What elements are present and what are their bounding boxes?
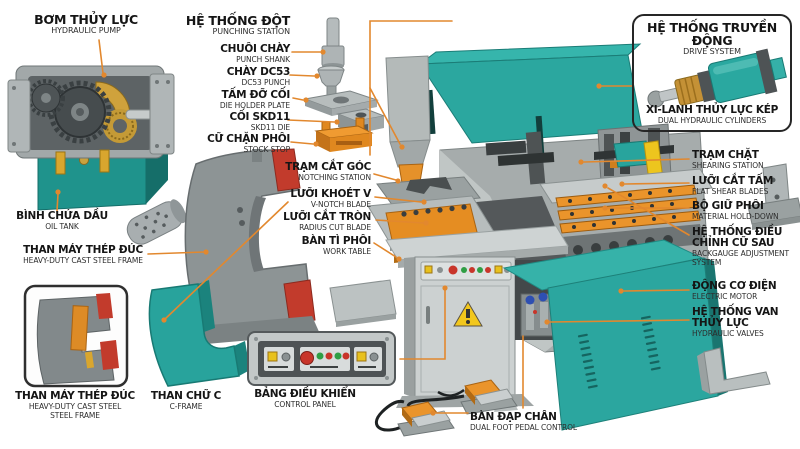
control-panel-illustration [247, 331, 396, 386]
label-foot-pedal: BÀN ĐẠP CHÂN DUAL FOOT PEDAL CONTROL [470, 411, 577, 433]
label-v-notch-blade: LƯỠI KHOÉT V V-NOTCH BLADE [290, 188, 371, 210]
label-punching-station: HỆ THỐNG ĐỘT PUNCHING STATION [185, 13, 290, 37]
label-material-hold-down: BỘ GIỮ PHÔI MATERIAL HOLD-DOWN [692, 200, 779, 222]
shear-blade-part [747, 163, 800, 230]
label-backgauge-system: HỆ THỐNG ĐIỀU CHỈNH CỮ SAU BACKGAUGE ADJ… [692, 226, 790, 267]
label-notching-station: TRẠM CẮT GÓC NOTCHING STATION [285, 161, 371, 183]
oil-filter-illustration [126, 199, 187, 245]
label-flat-shear-blades: LƯỠI CẮT TẤM FLAT SHEAR BLADES [692, 175, 773, 197]
label-electric-motor: ĐỘNG CƠ ĐIỆN ELECTRIC MOTOR [692, 280, 777, 302]
drive-cylinder-illustration [647, 48, 787, 108]
label-drive-system: HỆ THỐNG TRUYỀN ĐỘNG DRIVE SYSTEM [647, 20, 777, 57]
label-control-panel: BẢNG ĐIỀU KHIỂN CONTROL PANEL [254, 388, 356, 410]
label-die-holder-plate: TẤM ĐỠ CỐI DIE HOLDER PLATE [219, 89, 290, 111]
c-frame-illustration [148, 280, 250, 387]
label-work-table: BÀN TÌ PHÔI WORK TABLE [301, 235, 372, 257]
leader-lines [56, 20, 690, 414]
label-hydraulic-pump: BƠM THỦY LỰC HYDRAULIC PUMP [34, 12, 138, 36]
label-skd11-die: CỐI SKD11 SKD11 DIE [229, 111, 290, 133]
drive-system-box: HỆ THỐNG TRUYỀN ĐỘNG DRIVE SYSTEM XI-LAN… [632, 14, 792, 132]
label-stock-stop: CỮ CHẶN PHÔI STOCK STOP [207, 133, 290, 155]
label-cast-steel-frame: THAN MÁY THÉP ĐÚC HEAVY-DUTY CAST STEEL … [23, 244, 143, 266]
label-dc53-punch: CHÀY DC53 DC53 PUNCH [226, 66, 291, 88]
angle-iron-part [697, 347, 771, 395]
frame-photo-illustration [23, 284, 129, 388]
label-shearing-station: TRẠM CHẶT SHEARING STATION [692, 149, 764, 171]
leader-dots [55, 49, 625, 416]
machine-illustration [329, 43, 728, 431]
foot-pedals-illustration [374, 379, 518, 437]
label-hydraulic-valves: HỆ THỐNG VAN THỦY LỰC HYDRAULIC VALVES [692, 306, 779, 339]
pump-illustration [7, 65, 175, 175]
label-radius-cut-blade: LƯỠI CẮT TRÒN RADIUS CUT BLADE [283, 211, 371, 233]
cast-frame-illustration [184, 148, 320, 344]
label-dual-hydraulic-cylinders: XI-LANH THỦY LỰC KÉP DUAL HYDRAULIC CYLI… [646, 104, 778, 126]
punch-parts-illustration [303, 17, 386, 152]
label-cast-steel-frame-photo: THAN MÁY THÉP ĐÚC HEAVY-DUTY CAST STEEL … [15, 390, 135, 420]
label-punch-shank: CHUÔI CHÀY PUNCH SHANK [220, 43, 290, 65]
label-oil-tank: BÌNH CHỨA DẦU OIL TANK [16, 210, 108, 232]
label-c-frame: THAN CHỮ C C-FRAME [150, 390, 222, 412]
